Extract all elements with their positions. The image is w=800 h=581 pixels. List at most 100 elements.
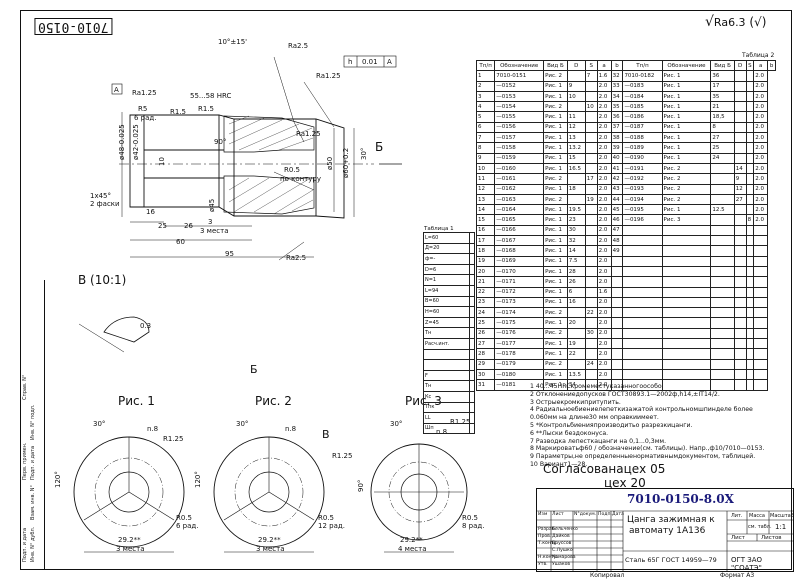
table2-cell bbox=[733, 276, 747, 288]
table2-header-cell: b bbox=[767, 59, 776, 72]
table2-cell: —0158 bbox=[494, 142, 545, 154]
fig1-deg30: 30° bbox=[93, 420, 106, 428]
table2-header-cell: Обозначение bbox=[494, 59, 545, 72]
note-line: 9 Параметры,не определенныенормативнымдо… bbox=[530, 453, 756, 461]
table2-cell bbox=[710, 173, 735, 185]
table2-cell: —0167 bbox=[494, 235, 545, 247]
table2-cell: 13 bbox=[475, 193, 496, 206]
table2-cell: 2.0 bbox=[596, 338, 612, 350]
side-label-6: Инв. N° подл. bbox=[30, 404, 36, 440]
table2-cell bbox=[745, 245, 755, 257]
table2-cell: Рис. 1 bbox=[661, 121, 712, 134]
table2-cell bbox=[710, 348, 735, 360]
dim-d48: ø48-0.025 bbox=[118, 124, 126, 160]
table2-header-cell: Обозначение bbox=[661, 59, 712, 72]
table2-cell bbox=[710, 317, 735, 329]
table1-cell-value bbox=[468, 232, 476, 244]
table2-cell bbox=[745, 286, 755, 298]
table2-cell bbox=[753, 368, 769, 381]
table1-row: Кс bbox=[423, 390, 476, 403]
table2-cell bbox=[584, 152, 598, 164]
table2-cell bbox=[661, 348, 712, 360]
table2-cell: 38 bbox=[610, 132, 624, 144]
table2-cell: 2.0 bbox=[753, 173, 769, 185]
table2-cell: 36 bbox=[710, 70, 735, 82]
table2-cell bbox=[584, 368, 598, 381]
table2-cell: 27 bbox=[710, 132, 735, 144]
table2-cell: —0190 bbox=[622, 152, 663, 164]
table1-cell-value bbox=[468, 390, 476, 403]
table2-cell bbox=[733, 358, 747, 370]
table1-cell-value bbox=[468, 348, 476, 361]
table2-cell: 4 bbox=[475, 101, 496, 113]
table2-cell: Рис. 1 bbox=[543, 132, 568, 144]
table2-cell bbox=[622, 368, 663, 381]
table2-cell bbox=[753, 245, 769, 257]
mass-header: Масса bbox=[749, 513, 765, 519]
signature-role: Т.контр. bbox=[538, 541, 558, 546]
table2-cell: 2.0 bbox=[596, 204, 612, 216]
table2-cell bbox=[661, 224, 712, 237]
table2-cell bbox=[622, 224, 663, 237]
table2-cell: Рис. 2 bbox=[661, 162, 712, 175]
tol-h: h bbox=[348, 58, 353, 66]
table1-cell-value bbox=[468, 284, 476, 297]
table2-cell bbox=[610, 368, 624, 381]
table2-cell bbox=[745, 255, 755, 267]
table2-cell: 27 bbox=[475, 338, 496, 350]
dim-w60: 60 bbox=[176, 238, 185, 246]
table2-cell bbox=[753, 348, 769, 360]
table1-row: Тн bbox=[423, 327, 476, 339]
table2-cell bbox=[733, 70, 747, 82]
table2-cell bbox=[610, 358, 624, 370]
section-label-b: Б bbox=[250, 363, 258, 376]
table1-cell-value bbox=[468, 253, 476, 265]
signature-name: Ушаков bbox=[552, 562, 571, 567]
table2-cell bbox=[753, 338, 769, 350]
table2-cell bbox=[584, 183, 598, 195]
table2-cell: 9 bbox=[733, 173, 747, 185]
signature-role: Разраб. bbox=[538, 527, 557, 532]
table2-cell: —0159 bbox=[494, 152, 545, 164]
table1-cell-value bbox=[468, 316, 476, 329]
table2-cell: 25 bbox=[710, 142, 735, 154]
table2-cell: Рис. 2 bbox=[543, 358, 568, 370]
table2-cell bbox=[622, 358, 663, 370]
table1-row: LL bbox=[423, 412, 476, 424]
table2-cell bbox=[610, 255, 624, 267]
table2-cell: Рис. 1 bbox=[543, 152, 568, 164]
table2-cell: —0177 bbox=[494, 338, 545, 350]
table2-cell: 3 bbox=[475, 90, 496, 103]
table2-cell bbox=[622, 317, 663, 329]
table2-cell bbox=[710, 245, 735, 257]
dim-d60: ø60+0.2 bbox=[342, 147, 350, 178]
table2-cell bbox=[753, 317, 769, 329]
table2-cell: —0194 bbox=[622, 193, 663, 206]
table1-cell: Тн bbox=[423, 327, 470, 339]
table2-cell: —0162 bbox=[494, 183, 545, 195]
table2-cell: 2.0 bbox=[596, 379, 612, 391]
table2-cell: —0161 bbox=[494, 173, 545, 185]
table2-cell: Рис. 2 bbox=[543, 70, 568, 82]
table2-cell: 28 bbox=[475, 348, 496, 360]
table2-cell bbox=[584, 286, 598, 298]
table2-cell bbox=[622, 245, 663, 257]
table2-cell bbox=[584, 80, 598, 92]
table1-caption: Таблица 1 bbox=[424, 226, 454, 232]
table2-cell bbox=[610, 307, 624, 319]
table2-cell bbox=[733, 204, 747, 216]
title-block-header-cell: Дата bbox=[612, 512, 624, 517]
table2-cell bbox=[745, 121, 755, 134]
table2-cell bbox=[710, 265, 735, 278]
table2-cell: Рис. 1 bbox=[543, 296, 568, 309]
table2-cell bbox=[745, 224, 755, 237]
table2-cell bbox=[622, 255, 663, 267]
table2-cell: 42 bbox=[610, 173, 624, 185]
table2-cell: 26 bbox=[566, 276, 586, 288]
table2-cell bbox=[753, 235, 769, 247]
